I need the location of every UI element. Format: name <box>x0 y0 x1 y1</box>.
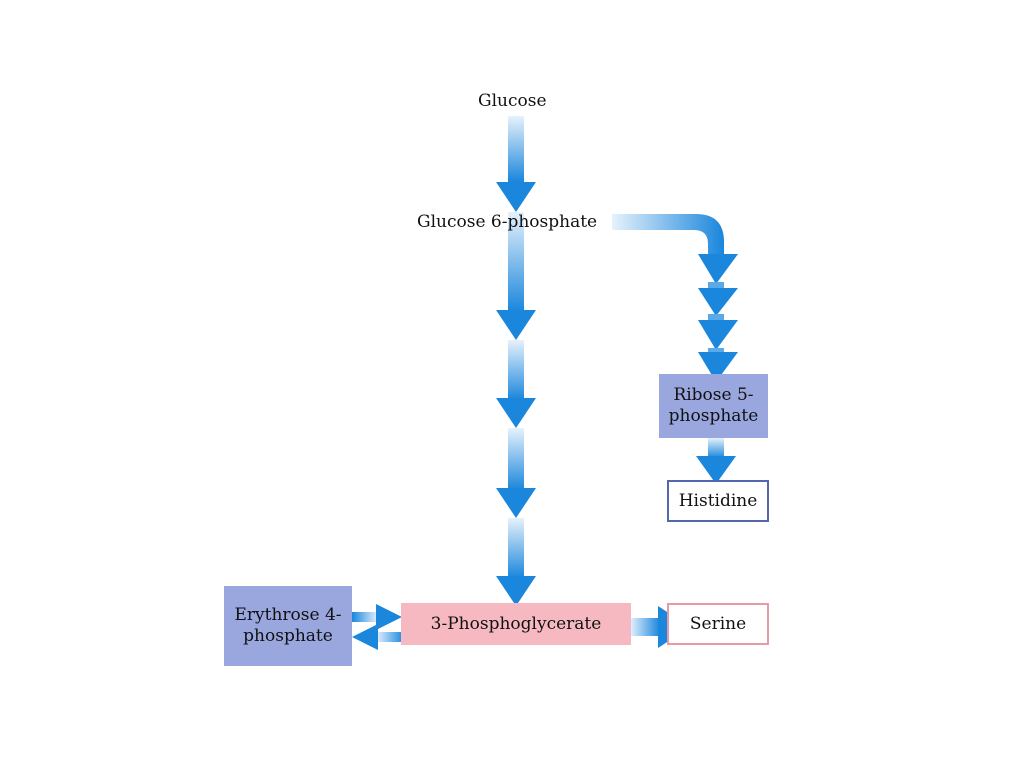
serine-box: Serine <box>667 603 769 645</box>
histidine-box: Histidine <box>667 480 769 522</box>
erythrose-4-phosphate-box: Erythrose 4- phosphate <box>224 586 352 666</box>
ribose-5-phosphate-label-line2: phosphate <box>668 406 759 426</box>
ribose-5-phosphate-box: Ribose 5- phosphate <box>659 374 768 438</box>
arrow-g6p-step-1 <box>496 212 536 340</box>
glycolysis-arrow-chain <box>496 116 536 606</box>
glucose-6-phosphate-label: Glucose 6-phosphate <box>417 212 598 232</box>
arrow-to-3-phosphoglycerate <box>496 518 536 606</box>
pentose-phosphate-branch-arrow <box>612 214 738 382</box>
arrow-glucose-to-g6p <box>496 116 536 212</box>
arrow-g6p-step-3 <box>496 428 536 518</box>
serine-label: Serine <box>689 613 747 634</box>
glucose-label: Glucose <box>478 91 547 111</box>
erythrose-4-phosphate-label-line2: phosphate <box>243 626 333 646</box>
histidine-label: Histidine <box>678 490 758 511</box>
ribose-5-phosphate-label-line1: Ribose 5- <box>673 385 754 405</box>
erythrose-4-phosphate-label-line1: Erythrose 4- <box>234 605 342 625</box>
3-phosphoglycerate-box: 3-Phosphoglycerate <box>401 603 631 645</box>
3-phosphoglycerate-label: 3-Phosphoglycerate <box>430 613 602 634</box>
arrow-ribose-to-histidine <box>696 438 736 484</box>
arrow-g6p-step-2 <box>496 340 536 428</box>
reversible-arrow-erythrose-3pg <box>352 604 404 650</box>
